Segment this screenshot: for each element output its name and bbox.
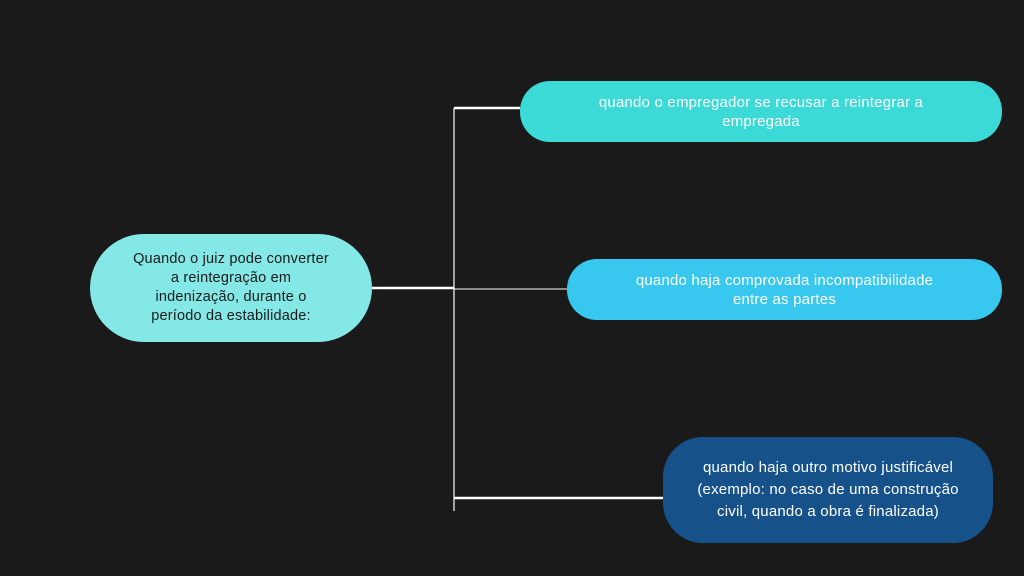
root-node: Quando o juiz pode converter a reintegra… xyxy=(90,234,372,342)
branch-node-label: quando haja outro motivo justificável (e… xyxy=(697,459,959,520)
branch-node-label: quando haja comprovada incompatibilidade… xyxy=(635,271,934,308)
branch-node-employer-refusal: quando o empregador se recusar a reinteg… xyxy=(520,81,1002,142)
branch-node-label: quando o empregador se recusar a reinteg… xyxy=(598,93,924,130)
root-node-label: Quando o juiz pode converter a reintegra… xyxy=(133,251,329,324)
branch-node-other-reason: quando haja outro motivo justificável (e… xyxy=(663,437,993,543)
branch-node-incompatibility: quando haja comprovada incompatibilidade… xyxy=(567,259,1002,320)
